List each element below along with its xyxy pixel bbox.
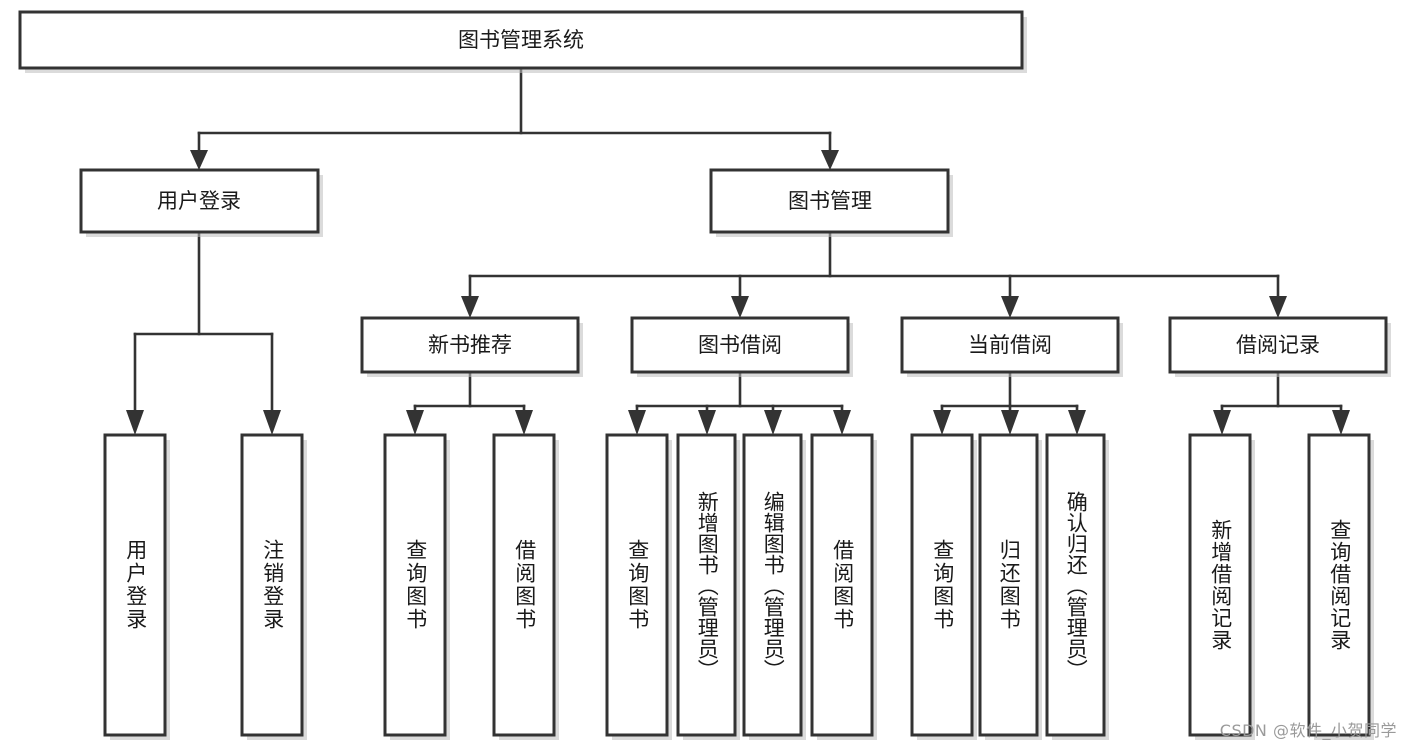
- arrow-head-leaf-3: [406, 410, 424, 435]
- node-box-leaf-8[interactable]: [810, 433, 874, 737]
- arrow-head-leaf-11: [1068, 410, 1086, 435]
- node-box-leaf-12[interactable]: [1188, 433, 1252, 737]
- node-label-book-borrow: 图书借阅: [698, 333, 782, 357]
- arrow-head-leaf-12: [1213, 410, 1231, 435]
- node-box-leaf-6[interactable]: [676, 433, 737, 737]
- arrow-head-borrowrecord: [1269, 296, 1287, 318]
- node-box-leaf-3[interactable]: [383, 433, 447, 737]
- arrow-head-currentborrow: [1001, 296, 1019, 318]
- node-box-current-borrow[interactable]: [900, 316, 1120, 374]
- node-box-leaf-7[interactable]: [742, 433, 803, 737]
- node-box-root[interactable]: [18, 10, 1024, 70]
- node-box-book-manage[interactable]: [709, 168, 950, 234]
- node-label-book-manage: 图书管理: [788, 189, 872, 213]
- arrow-head-newbook: [461, 296, 479, 318]
- node-label-root: 图书管理系统: [458, 28, 584, 52]
- arrow-head-leaf-4: [515, 410, 533, 435]
- arrow-head-leaf-10: [1001, 410, 1019, 435]
- node-label-borrow-record: 借阅记录: [1236, 333, 1320, 357]
- arrow-head-leaf-6: [698, 410, 716, 435]
- arrow-head-leaf-5: [628, 410, 646, 435]
- node-box-leaf-1[interactable]: [103, 433, 167, 737]
- arrow-head-leaf-13: [1332, 410, 1350, 435]
- node-box-borrow-record[interactable]: [1168, 316, 1388, 374]
- node-box-book-borrow[interactable]: [630, 316, 850, 374]
- node-box-leaf-11[interactable]: [1045, 433, 1106, 737]
- arrow-head-bookborrow: [731, 296, 749, 318]
- node-label-new-book-rec: 新书推荐: [428, 333, 512, 357]
- arrow-head-book-manage: [821, 150, 839, 170]
- node-box-leaf-4[interactable]: [492, 433, 556, 737]
- node-label-current-borrow: 当前借阅: [968, 333, 1052, 357]
- node-box-new-book-rec[interactable]: [360, 316, 580, 374]
- node-box-user-login[interactable]: [79, 168, 320, 234]
- node-box-leaf-5[interactable]: [605, 433, 669, 737]
- arrow-head-user-login: [190, 150, 208, 170]
- node-box-leaf-10[interactable]: [978, 433, 1039, 737]
- arrow-head-leaf-8: [833, 410, 851, 435]
- arrow-head-leaf-9: [933, 410, 951, 435]
- node-box-leaf-2[interactable]: [240, 433, 304, 737]
- node-box-leaf-9[interactable]: [910, 433, 974, 737]
- node-label-user-login: 用户登录: [157, 189, 241, 213]
- connector-layer: [126, 66, 1350, 435]
- arrow-head-leaf-2: [263, 410, 281, 435]
- arrow-head-leaf-1: [126, 410, 144, 435]
- node-box-leaf-13[interactable]: [1307, 433, 1371, 737]
- arrow-head-leaf-7: [764, 410, 782, 435]
- watermark-text: CSDN @软件_小贺同学: [1219, 721, 1397, 740]
- node-layer: 图书管理系统 用户登录 图书管理 新书推荐 图书借阅 当前借阅 借阅记录: [18, 10, 1391, 740]
